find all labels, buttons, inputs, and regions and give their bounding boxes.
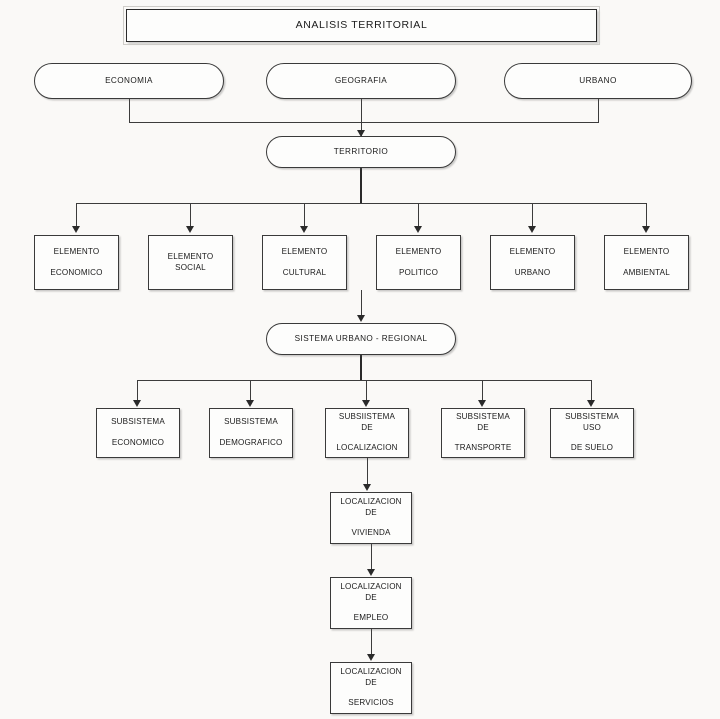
connector-level6-bus: [137, 380, 591, 381]
node-label: ELEMENTO SOCIAL: [167, 252, 214, 272]
node-label: LOCALIZACION DE EMPLEO: [340, 582, 402, 623]
node-subsistema-demografico[interactable]: SUBSISTEMA DEMOGRAFICO: [209, 408, 293, 458]
node-label: ELEMENTO AMBIENTAL: [623, 246, 670, 277]
connector-drop-subsistema-transporte: [482, 380, 483, 402]
connector-localizacion-to-vivienda: [367, 458, 368, 489]
node-label: ELEMENTO CULTURAL: [281, 246, 328, 277]
node-label: SUBSISTEMA DEMOGRAFICO: [219, 417, 283, 448]
arrow-subsistema-transporte: [478, 400, 486, 407]
node-subsistema-localizacion[interactable]: SUBSIISTEMA DE LOCALIZACION: [325, 408, 409, 458]
node-label: SUBSISTEMA DE TRANSPORTE: [454, 412, 512, 453]
connector-territorio-trunk: [360, 168, 362, 204]
arrow-elemento-economico: [72, 226, 80, 233]
arrow-localizacion-empleo: [367, 569, 375, 576]
node-elemento-cultural[interactable]: ELEMENTO CULTURAL: [262, 235, 347, 290]
node-label: ELEMENTO POLITICO: [395, 246, 442, 277]
arrow-localizacion-vivienda: [363, 484, 371, 491]
arrow-localizacion-servicios: [367, 654, 375, 661]
node-elemento-ambiental[interactable]: ELEMENTO AMBIENTAL: [604, 235, 689, 290]
arrow-to-territorio: [357, 130, 365, 137]
connector-geografia-down: [361, 99, 362, 136]
node-geografia[interactable]: GEOGRAFIA: [266, 63, 456, 99]
node-localizacion-empleo[interactable]: LOCALIZACION DE EMPLEO: [330, 577, 412, 629]
arrow-elemento-politico: [414, 226, 422, 233]
node-subsistema-uso-de-suelo[interactable]: SUBSISTEMA USO DE SUELO: [550, 408, 634, 458]
node-subsistema-transporte[interactable]: SUBSISTEMA DE TRANSPORTE: [441, 408, 525, 458]
node-label: SUBSIISTEMA DE LOCALIZACION: [336, 412, 398, 453]
node-label: ELEMENTO URBANO: [509, 246, 556, 277]
node-label: ANALISIS TERRITORIAL: [295, 18, 428, 31]
arrow-elemento-cultural: [300, 226, 308, 233]
connector-drop-elemento-politico: [418, 203, 419, 228]
arrow-elemento-urbano: [528, 226, 536, 233]
node-subsistema-economico[interactable]: SUBSISTEMA ECONOMICO: [96, 408, 180, 458]
node-analisis-territorial[interactable]: ANALISIS TERRITORIAL: [123, 6, 600, 45]
arrow-subsistema-localizacion: [362, 400, 370, 407]
arrow-subsistema-demografico: [246, 400, 254, 407]
node-label: SUBSISTEMA USO DE SUELO: [565, 412, 619, 453]
node-label: ECONOMIA: [105, 75, 153, 85]
connector-level2-bus: [129, 122, 599, 123]
connector-drop-elemento-social: [190, 203, 191, 228]
connector-sistema-trunk: [360, 355, 362, 381]
connector-drop-subsistema-localizacion: [366, 380, 367, 402]
arrow-subsistema-uso-suelo: [587, 400, 595, 407]
connector-drop-elemento-cultural: [304, 203, 305, 228]
connector-drop-subsistema-uso-suelo: [591, 380, 592, 402]
connector-drop-elemento-urbano: [532, 203, 533, 228]
connector-urbano-down: [598, 99, 599, 123]
node-localizacion-vivienda[interactable]: LOCALIZACION DE VIVIENDA: [330, 492, 412, 544]
node-territorio[interactable]: TERRITORIO: [266, 136, 456, 168]
arrow-elemento-ambiental: [642, 226, 650, 233]
connector-drop-elemento-ambiental: [646, 203, 647, 228]
arrow-to-sistema-urbano: [357, 315, 365, 322]
node-urbano[interactable]: URBANO: [504, 63, 692, 99]
connector-drop-elemento-economico: [76, 203, 77, 228]
connector-to-sistema-urbano: [361, 290, 362, 320]
node-localizacion-servicios[interactable]: LOCALIZACION DE SERVICIOS: [330, 662, 412, 714]
node-label: GEOGRAFIA: [334, 75, 388, 85]
node-elemento-social[interactable]: ELEMENTO SOCIAL: [148, 235, 233, 290]
node-label: LOCALIZACION DE SERVICIOS: [340, 667, 402, 708]
connector-drop-subsistema-economico: [137, 380, 138, 402]
connector-vivienda-to-empleo: [371, 544, 372, 574]
connector-level4-bus: [76, 203, 646, 204]
node-label: URBANO: [579, 75, 617, 85]
node-label: SISTEMA URBANO - REGIONAL: [294, 333, 428, 343]
connector-economia-down: [129, 99, 130, 123]
node-elemento-urbano[interactable]: ELEMENTO URBANO: [490, 235, 575, 290]
node-label: SUBSISTEMA ECONOMICO: [111, 417, 165, 448]
node-label: ELEMENTO ECONOMICO: [50, 246, 103, 277]
connector-empleo-to-servicios: [371, 629, 372, 659]
node-elemento-economico[interactable]: ELEMENTO ECONOMICO: [34, 235, 119, 290]
node-sistema-urbano-regional[interactable]: SISTEMA URBANO - REGIONAL: [266, 323, 456, 355]
node-label: LOCALIZACION DE VIVIENDA: [340, 497, 402, 538]
connector-drop-subsistema-demografico: [250, 380, 251, 402]
node-economia[interactable]: ECONOMIA: [34, 63, 224, 99]
arrow-elemento-social: [186, 226, 194, 233]
node-label: TERRITORIO: [333, 146, 389, 156]
node-elemento-politico[interactable]: ELEMENTO POLITICO: [376, 235, 461, 290]
arrow-subsistema-economico: [133, 400, 141, 407]
